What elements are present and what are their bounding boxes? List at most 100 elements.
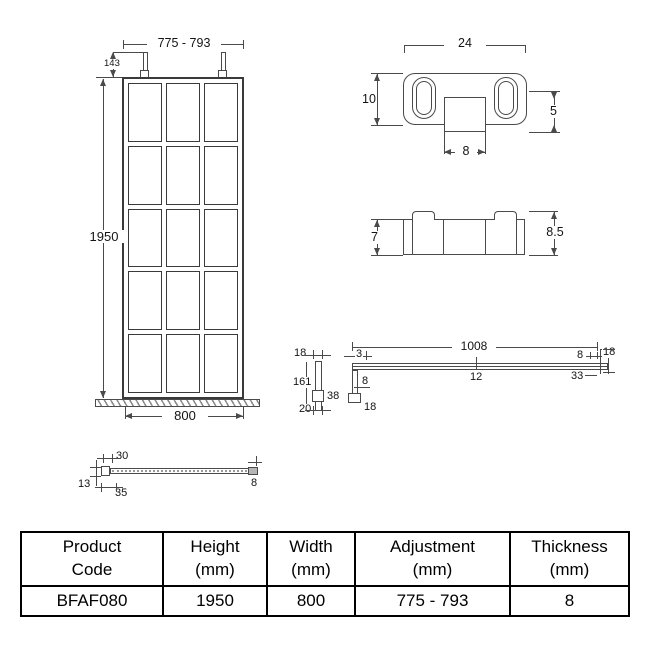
dim-ext-line xyxy=(529,91,560,92)
grid-cell xyxy=(204,208,238,268)
dim-arrow xyxy=(110,70,116,77)
spec-table-data-row: BFAF080 1950 800 775 - 793 8 xyxy=(20,585,630,617)
cell-height: 1950 xyxy=(162,585,268,617)
dim-label-right-height: 18 xyxy=(602,346,617,358)
glass-hatch xyxy=(112,470,247,472)
dim-ext-line xyxy=(113,52,144,53)
dim-line xyxy=(305,355,331,356)
bracket-side-seam xyxy=(485,219,486,255)
dim-label-post-height: 161 xyxy=(292,376,313,388)
dim-label-glass-thickness: 8 xyxy=(250,477,259,489)
dim-tick xyxy=(313,350,314,359)
dim-ext-line xyxy=(371,255,403,256)
dim-label-foot-width: 18 xyxy=(363,401,378,413)
dim-label-side-body-height: 7 xyxy=(370,230,379,244)
dim-tick xyxy=(90,476,101,477)
dim-line xyxy=(305,410,331,411)
cell-product-code: BFAF080 xyxy=(20,585,164,617)
dim-arrow xyxy=(551,125,557,132)
dim-arrow xyxy=(100,391,106,398)
dim-label-post-bottom: 20 xyxy=(298,403,313,415)
dim-tick xyxy=(243,40,244,49)
dim-tick xyxy=(366,351,367,360)
dim-ext-line xyxy=(371,219,403,220)
wall-profile-plan xyxy=(101,466,110,476)
dim-arrow xyxy=(478,149,485,155)
dim-line xyxy=(586,356,602,357)
col-header-height: Height (mm) xyxy=(162,531,268,587)
dim-arrow xyxy=(236,413,243,419)
glass-end-cap xyxy=(248,467,258,475)
support-arm-bar-seam xyxy=(353,366,607,367)
dim-label-height: 1950 xyxy=(84,230,124,243)
grid-cell xyxy=(128,271,162,331)
dim-tick xyxy=(352,342,353,351)
dim-arrow xyxy=(551,212,557,219)
grid-cell xyxy=(204,271,238,331)
grid-cell xyxy=(128,334,162,393)
dim-tick xyxy=(603,349,615,350)
dim-arrow xyxy=(551,92,557,99)
dim-ext-line xyxy=(485,132,486,154)
dim-label-end-offset: 3 xyxy=(355,348,364,360)
dim-label-bracket-depth: 10 xyxy=(361,92,377,106)
dim-label-profile-depth: 13 xyxy=(77,478,92,490)
dim-label-arm-length: 1008 xyxy=(452,340,496,352)
bracket-side-seam xyxy=(412,219,413,255)
dim-label-right-inset: 33 xyxy=(570,370,585,382)
dim-line xyxy=(585,375,597,376)
dim-label-right-gap: 8 xyxy=(576,349,585,361)
cell-thickness: 8 xyxy=(509,585,630,617)
dim-label-side-total-height: 8.5 xyxy=(541,226,569,239)
dim-line xyxy=(95,487,123,488)
grid-cell xyxy=(204,334,238,393)
dim-ext-line xyxy=(371,125,403,126)
dim-tick xyxy=(597,352,598,359)
dim-tick xyxy=(90,467,101,468)
arm-left-tube xyxy=(352,370,358,394)
dim-arrow xyxy=(374,220,380,227)
dim-line xyxy=(96,460,97,486)
grid-cell xyxy=(166,208,200,268)
dim-ext-line xyxy=(444,132,445,154)
bracket-center-tab xyxy=(444,97,486,132)
dim-label-post-block: 38 xyxy=(326,390,341,402)
base-plate xyxy=(95,399,260,407)
dim-tick xyxy=(476,357,477,370)
bracket-side-lug-left xyxy=(412,211,435,220)
bracket-side-seam xyxy=(516,219,517,255)
col-header-width: Width (mm) xyxy=(266,531,356,587)
grid-cell xyxy=(166,271,200,331)
grid-cell xyxy=(166,83,200,142)
dim-tick xyxy=(597,342,598,351)
spec-table: Product Code Height (mm) Width (mm) Adju… xyxy=(20,531,630,617)
arm-post-block xyxy=(312,390,324,402)
dim-line xyxy=(97,458,121,459)
dim-tick xyxy=(248,462,262,463)
col-header-product-code: Product Code xyxy=(20,531,164,587)
dim-ext-line xyxy=(371,73,403,74)
grid-cell xyxy=(204,145,238,205)
arm-right-bracket xyxy=(600,349,601,374)
dim-arrow xyxy=(374,118,380,125)
cell-width: 800 xyxy=(266,585,356,617)
dim-arrow xyxy=(551,248,557,255)
dim-label-profile-outer: 35 xyxy=(114,487,129,499)
dim-label-tab-width: 8 xyxy=(455,145,477,158)
dim-tick xyxy=(313,406,314,415)
dim-ext-line xyxy=(529,255,558,256)
dim-tick xyxy=(322,350,323,359)
arm-post-profile xyxy=(315,361,322,411)
bracket-side-lug-right xyxy=(494,211,517,220)
col-header-thickness: Thickness (mm) xyxy=(509,531,630,587)
dim-tick xyxy=(603,372,615,373)
dim-label-post-top-width: 18 xyxy=(293,347,308,359)
dim-ext-line xyxy=(608,349,609,374)
dim-line xyxy=(377,74,378,125)
dim-arrow xyxy=(110,52,116,59)
dim-label-adjustment: 775 - 793 xyxy=(147,37,221,50)
dim-arrow xyxy=(100,79,106,86)
fixing-pin-right xyxy=(221,52,226,72)
screen-panel-grid xyxy=(122,77,244,399)
